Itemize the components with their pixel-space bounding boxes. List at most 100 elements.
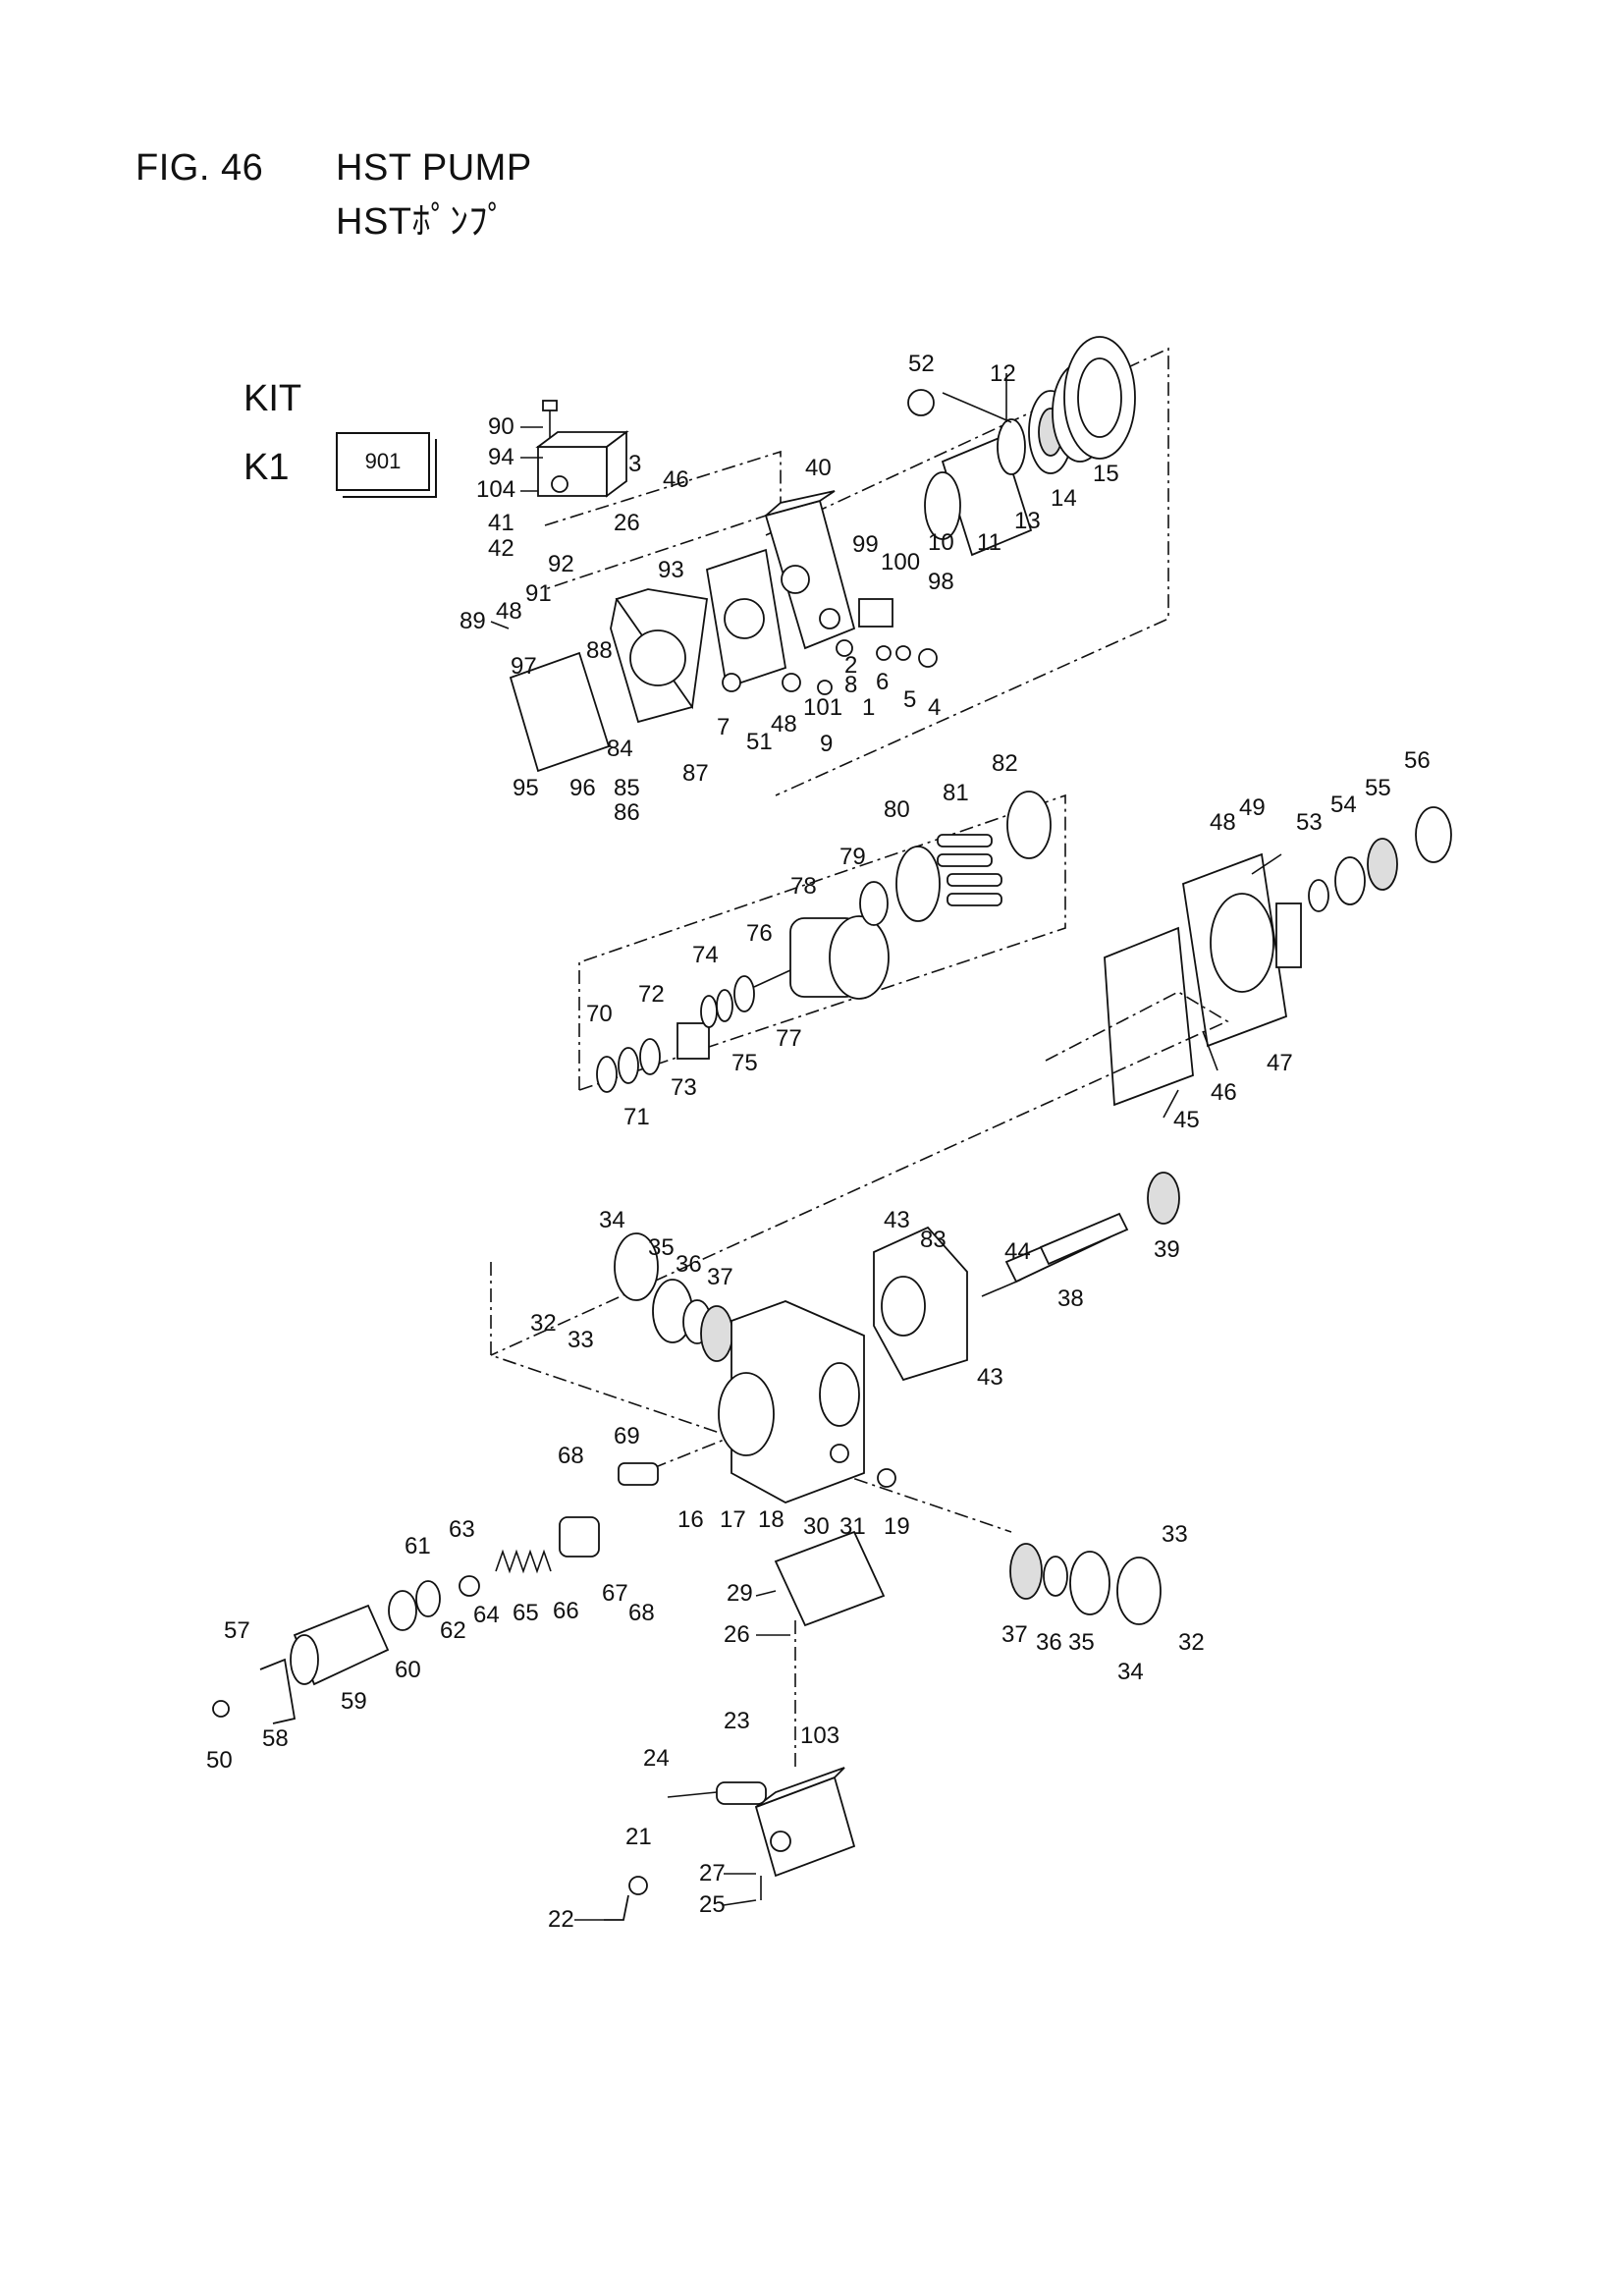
leader-lines <box>490 373 1282 1921</box>
washer-63[interactable] <box>459 1575 480 1597</box>
callout-label: 96 <box>569 775 596 801</box>
callout-label: 48 <box>496 598 522 625</box>
callout-label: 89 <box>460 608 486 634</box>
callout-label: 51 <box>746 729 773 755</box>
callout-label: 83 <box>920 1227 947 1253</box>
callout-label: 5 <box>903 686 916 713</box>
callout-label: 39 <box>1154 1236 1180 1263</box>
lever-69[interactable] <box>618 1462 659 1486</box>
o-ring-10[interactable] <box>924 471 961 540</box>
retainer-80[interactable] <box>895 846 941 922</box>
plug-52[interactable] <box>907 389 935 416</box>
callout-label: 84 <box>607 736 633 762</box>
ring-60[interactable] <box>388 1590 417 1631</box>
shim-36b[interactable] <box>1043 1556 1068 1597</box>
callout-label: 12 <box>990 360 1016 387</box>
cover-100[interactable] <box>858 598 893 628</box>
callout-label: 90 <box>488 413 514 440</box>
callout-label: 88 <box>586 637 613 664</box>
callout-label: 48 <box>771 711 797 738</box>
figure-number: FIG. 46 <box>135 147 264 189</box>
pin-44[interactable] <box>981 1279 1022 1297</box>
callout-label: 92 <box>548 551 574 577</box>
callout-label: 87 <box>682 760 709 787</box>
group-servo-valve <box>604 1530 886 1921</box>
input-shaft-38[interactable] <box>1004 1212 1129 1284</box>
fitting-21[interactable] <box>628 1876 648 1895</box>
block-104[interactable] <box>537 446 608 497</box>
nut-50[interactable] <box>212 1700 230 1718</box>
callout-label: 27 <box>699 1860 726 1886</box>
gasket-45[interactable] <box>1104 926 1194 1107</box>
spring-65[interactable] <box>495 1549 552 1574</box>
callout-label: 47 <box>1267 1050 1293 1076</box>
callout-label: 97 <box>511 653 537 680</box>
callout-label: 30 <box>803 1513 830 1540</box>
callout-label: 91 <box>525 580 552 607</box>
callout-label: 53 <box>1296 809 1323 836</box>
guide-79[interactable] <box>859 881 889 926</box>
pistons-81[interactable] <box>937 834 1002 906</box>
snap-ring-70[interactable] <box>596 1056 618 1093</box>
seal-53[interactable] <box>1308 879 1329 912</box>
kit-heading: KIT <box>243 378 302 419</box>
group-rotating <box>578 791 1066 1093</box>
callout-label: 52 <box>908 351 935 377</box>
washer-54[interactable] <box>1334 856 1366 905</box>
callout-label: 101 <box>803 694 842 721</box>
callout-label: 77 <box>776 1025 802 1052</box>
spacer-73[interactable] <box>676 1022 710 1060</box>
callout-label: 56 <box>1404 747 1431 774</box>
swash-plate-82[interactable] <box>1006 791 1052 859</box>
callout-label: 43 <box>884 1207 910 1233</box>
callout-label: 55 <box>1365 775 1391 801</box>
callout-label: 62 <box>440 1617 466 1644</box>
cylinder-59[interactable] <box>290 1604 390 1686</box>
washer-72[interactable] <box>639 1038 661 1075</box>
spring-74[interactable] <box>700 995 718 1028</box>
callout-label: 17 <box>720 1506 746 1533</box>
bearing-37b[interactable] <box>1009 1543 1043 1600</box>
servo-valve-103[interactable] <box>754 1776 856 1878</box>
bolt-90[interactable] <box>542 400 558 411</box>
callout-label: 16 <box>677 1506 704 1533</box>
callout-label: 74 <box>692 942 719 968</box>
snap-ring-56[interactable] <box>1415 806 1452 863</box>
group-endcover <box>509 336 1169 796</box>
bearing-39[interactable] <box>1147 1172 1180 1225</box>
callout-label: 7 <box>717 714 730 740</box>
plug-19[interactable] <box>877 1468 896 1488</box>
cover-plate-97[interactable] <box>509 651 611 773</box>
pin-76[interactable] <box>753 969 791 988</box>
ring-71[interactable] <box>618 1047 639 1084</box>
bearing-37[interactable] <box>700 1305 733 1362</box>
callout-label: 26 <box>614 510 640 536</box>
callout-label: 29 <box>727 1580 753 1607</box>
figure-title-en: HST PUMP <box>336 147 532 189</box>
callout-label: 15 <box>1093 461 1119 487</box>
callout-label: 3 <box>628 451 641 477</box>
callout-label: 1 <box>862 694 875 721</box>
callout-label: 57 <box>224 1617 250 1644</box>
spool-66[interactable] <box>559 1516 600 1558</box>
lever-22[interactable] <box>604 1894 629 1921</box>
callout-label: 75 <box>731 1050 758 1076</box>
callout-label: 41 <box>488 510 514 536</box>
group-control-piston <box>212 1438 728 1724</box>
o-ring-61[interactable] <box>415 1580 441 1617</box>
bearing-55[interactable] <box>1367 838 1398 891</box>
callout-label: 63 <box>449 1516 475 1543</box>
gasket-35b[interactable] <box>1069 1551 1110 1615</box>
cover-34[interactable] <box>614 1232 659 1301</box>
callout-label: 66 <box>553 1598 579 1624</box>
callout-label: 14 <box>1051 485 1077 512</box>
bearing-12[interactable] <box>997 418 1026 475</box>
cover-34b[interactable] <box>1116 1557 1162 1625</box>
solenoid-23[interactable] <box>716 1781 767 1805</box>
group-main-housing <box>490 1172 1180 1625</box>
kit-part-number-box[interactable]: 901 <box>336 432 430 491</box>
washer-75[interactable] <box>733 975 755 1012</box>
gasket-29[interactable] <box>774 1530 886 1627</box>
callout-label: 70 <box>586 1001 613 1027</box>
clip-58[interactable] <box>259 1658 297 1724</box>
